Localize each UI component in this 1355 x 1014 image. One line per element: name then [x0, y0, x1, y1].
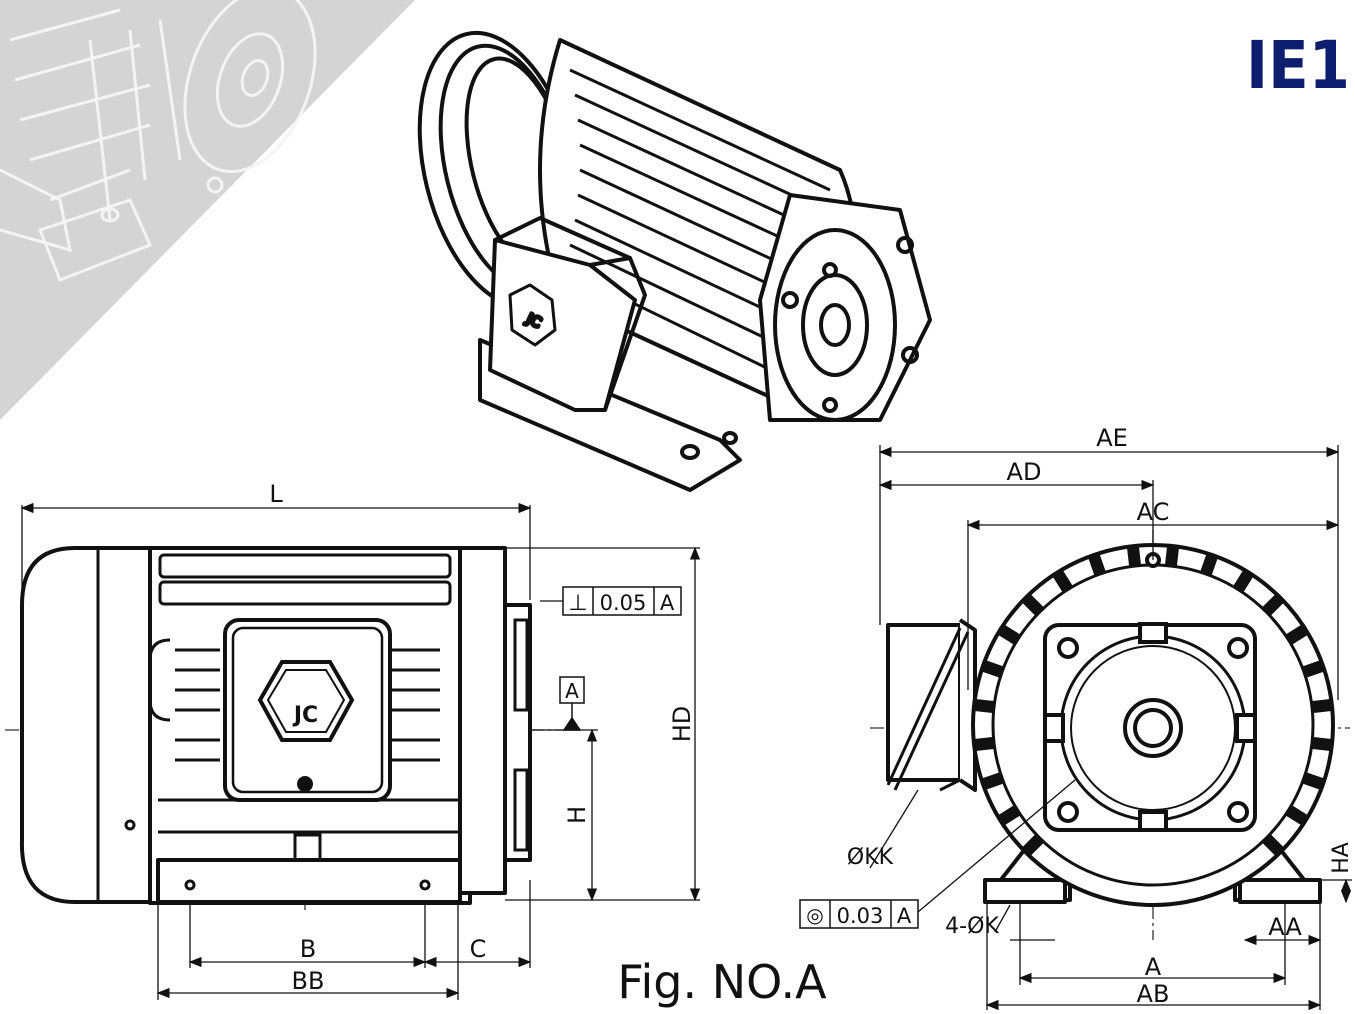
watermark-corner — [0, 0, 415, 420]
conc-value: 0.03 — [837, 904, 884, 928]
fin-slot — [1233, 569, 1254, 593]
concentricity-frame — [799, 899, 919, 929]
fin-slot — [1021, 593, 1044, 616]
front-view: AE AD AC ØKK HA 4-ØK AA A AB ◎ 0.03 A — [799, 424, 1354, 1011]
dim-B: B — [300, 935, 316, 963]
fin-slot — [1021, 834, 1044, 857]
fin-slot — [997, 805, 1021, 826]
side-view: JC L HD H B BB — [5, 480, 701, 1000]
jc-logo-iso — [508, 283, 557, 347]
figure-caption: Fig. NO.A — [617, 955, 827, 1009]
side-flange — [458, 546, 507, 895]
fin-slot — [1127, 544, 1141, 568]
dim-BB: BB — [292, 967, 325, 995]
dim-KK: ØKK — [847, 845, 894, 870]
ie1-badge: IE1 — [1246, 27, 1350, 104]
fin-slot — [972, 737, 996, 751]
dim-HD: HD — [668, 706, 696, 743]
fin-slot — [980, 772, 1005, 790]
dim-AC: AC — [1137, 498, 1170, 526]
conc-symbol: ◎ — [806, 903, 823, 927]
fin-slot — [1301, 772, 1326, 790]
dim-C: C — [470, 935, 487, 963]
isometric-motor-view: JC — [417, 30, 932, 492]
dim-L: L — [269, 480, 283, 508]
side-feet — [156, 858, 462, 904]
perpendicularity-frame — [562, 586, 682, 616]
fin-slot — [1310, 737, 1334, 751]
shaft-hole — [819, 303, 851, 347]
front-fin-slots — [972, 544, 1334, 857]
dim-AA: AA — [1268, 913, 1302, 941]
fin-slot — [1301, 660, 1326, 678]
jc-logo-side — [257, 660, 355, 792]
dim-AB: AB — [1137, 980, 1170, 1008]
datum-letter: A — [565, 679, 579, 703]
dim-HA: HA — [1329, 842, 1354, 874]
fin-slot — [1310, 699, 1334, 713]
fin-slot — [1285, 805, 1309, 826]
dim-K: 4-ØK — [945, 914, 999, 939]
perp-symbol: ⊥ — [568, 591, 587, 616]
perp-datum: A — [660, 591, 675, 615]
fin-slot — [1200, 552, 1218, 577]
front-shaft — [1133, 708, 1173, 748]
fin-slot — [997, 624, 1021, 645]
perp-value: 0.05 — [600, 591, 647, 615]
datum-marker — [559, 676, 585, 731]
side-fan-cover — [19, 546, 152, 904]
fin-slot — [980, 660, 1005, 678]
fin-slot — [1052, 569, 1073, 593]
fin-slot — [1088, 552, 1106, 577]
fin-slot — [972, 699, 996, 713]
fin-slot — [1262, 834, 1285, 857]
fin-slot — [1262, 593, 1285, 616]
dim-AD: AD — [1007, 458, 1042, 486]
dim-H: H — [563, 806, 591, 824]
conc-datum: A — [897, 904, 912, 928]
dim-AE: AE — [1096, 424, 1128, 452]
fin-slot — [1165, 544, 1179, 568]
fin-slot — [1285, 624, 1309, 645]
jc-logo-side-text: JC — [292, 703, 318, 728]
dim-A: A — [1145, 953, 1162, 981]
